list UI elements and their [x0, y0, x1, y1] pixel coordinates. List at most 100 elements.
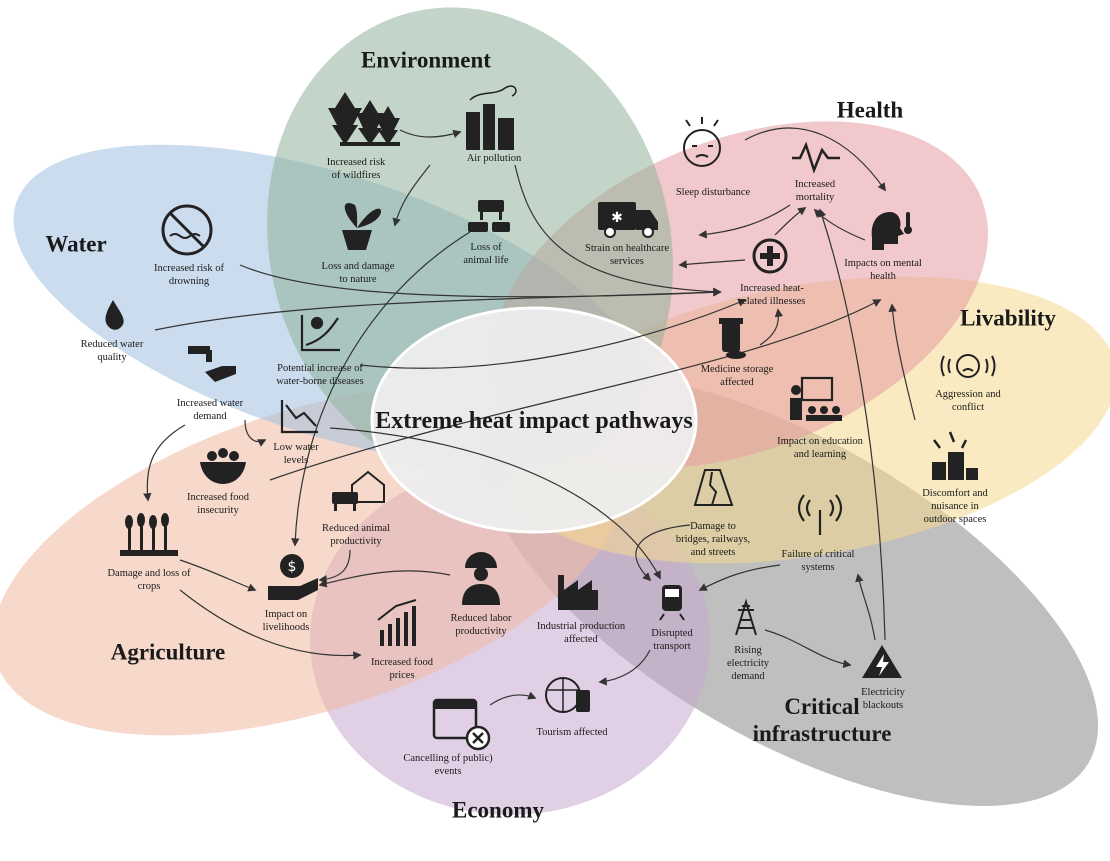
- barn-cow-icon: [332, 470, 385, 511]
- industrial-factory-icon: [558, 575, 598, 610]
- label-heat-illness: Increased heat- related illnesses: [738, 283, 806, 307]
- arrow-heat-healthcare: [678, 259, 746, 269]
- diagram-title: Extreme heat impact pathways: [375, 408, 693, 434]
- label-transport: Disrupted transport: [651, 628, 693, 652]
- label-aggression: Aggression and conflict: [935, 389, 1001, 413]
- arrow-sleep-mental: [744, 127, 886, 192]
- arrow-transport-tourism: [598, 649, 651, 686]
- label-water-borne: Potential increase of water-borne diseas…: [276, 363, 364, 387]
- crops-icon: [120, 513, 178, 556]
- label-air-pollution: Air pollution: [466, 153, 522, 164]
- factory-smoke-icon: [466, 85, 517, 150]
- power-tower-icon: [735, 598, 757, 636]
- category-livability: Livability: [960, 305, 1056, 331]
- tourism-icon: [545, 677, 590, 713]
- arrow-waterquality-heat: [154, 288, 722, 331]
- arrow-medicine-heat: [759, 308, 784, 346]
- medicine-icon: [719, 318, 746, 359]
- label-healthcare: Strain on healthcare services: [585, 243, 669, 267]
- category-agriculture: Agriculture: [110, 639, 226, 665]
- label-food-insecurity: Increased food insecurity: [186, 492, 250, 516]
- sleep-face-icon: [683, 117, 721, 167]
- label-industrial: Industrial production affected: [536, 621, 626, 645]
- label-livelihoods: Impact on livelihoods: [262, 609, 310, 633]
- arrow-low-transport: [329, 427, 661, 580]
- food-bowl-icon: [200, 448, 246, 484]
- icons: $: [105, 85, 996, 751]
- svg-text:$: $: [288, 559, 297, 575]
- plant-pot-icon: [342, 202, 382, 250]
- arrow-demand-crops: [143, 424, 186, 502]
- label-animal-life: Loss of animal life: [463, 242, 509, 266]
- label-animal-productivity: Reduced animal productivity: [322, 523, 390, 547]
- arrow-failure-transport: [698, 564, 781, 591]
- price-chart-icon: [377, 599, 417, 646]
- label-discomfort: Discomfort and nuisance in outdoor space…: [922, 488, 988, 525]
- road-crack-icon: [693, 469, 734, 506]
- center-ellipse: [370, 306, 698, 534]
- faucet-icon: [188, 346, 236, 382]
- label-failure: Failure of critical systems: [781, 549, 855, 573]
- label-bridges: Damage to bridges, railways, and streets: [675, 521, 751, 558]
- arrow-crops-livelihood: [179, 559, 257, 592]
- label-water-quality: Reduced water quality: [80, 339, 144, 363]
- angry-face-icon: [940, 354, 996, 378]
- arrow-electricity-blackouts: [764, 629, 852, 669]
- arrow-labor-livelihood: [318, 570, 451, 588]
- no-swimming-icon: [161, 204, 213, 256]
- label-low-water: Low water levels: [273, 442, 319, 466]
- label-drowning: Increased risk of drowning: [154, 263, 224, 287]
- label-labor: Reduced labor productivity: [450, 613, 512, 637]
- label-mortality: Increased mortality: [794, 179, 836, 203]
- label-wildfires: Increased risk of wildfires: [326, 157, 386, 181]
- label-nature: Loss and damage to nature: [321, 261, 395, 285]
- pulse-icon: [792, 141, 840, 174]
- arrow-insecurity-mental: [269, 299, 882, 481]
- label-medicine: Medicine storage affected: [700, 364, 774, 388]
- category-environment: Environment: [361, 47, 491, 73]
- declining-graph-icon: [280, 400, 318, 434]
- wildfire-icon: [328, 92, 400, 146]
- cow-icon: [468, 200, 510, 232]
- category-critical-infrastructure: Critical infrastructure: [752, 694, 892, 746]
- svg-text:✱: ✱: [611, 210, 623, 226]
- label-mental: Impacts on mental health: [844, 258, 922, 282]
- warning-lightning-icon: [862, 645, 902, 678]
- arrow-waterborne-heat: [359, 298, 747, 369]
- arrow-demand-low: [244, 419, 267, 447]
- arrow-heat-mortality: [774, 207, 807, 236]
- calendar-cancel-icon: [432, 698, 491, 751]
- arrow-mental-mortality: [813, 208, 866, 241]
- rising-graph-icon: [300, 315, 340, 352]
- arrow-blackouts-failure: [855, 573, 876, 641]
- label-tourism: Tourism affected: [536, 727, 608, 738]
- worker-icon: [462, 552, 500, 605]
- label-electricity-demand: Rising electricity demand: [727, 645, 769, 682]
- label-education: Impact on education and learning: [777, 436, 863, 460]
- antenna-signal-icon: [797, 494, 843, 535]
- category-water: Water: [45, 231, 107, 257]
- pathway-arrows: [143, 127, 916, 706]
- arrow-animal-livelihood: [291, 231, 471, 547]
- teacher-icon: [790, 376, 842, 421]
- medical-cross-icon: [752, 238, 788, 274]
- head-thermometer-icon: [871, 212, 912, 250]
- label-blackouts: Electricity blackouts: [861, 687, 905, 711]
- label-events: Cancelling of public) events: [403, 753, 493, 777]
- arrow-discomfort-mental: [888, 303, 916, 421]
- hand-coin-icon: $: [268, 554, 318, 600]
- arrow-blackouts-mortality: [818, 208, 886, 641]
- label-food-prices: Increased food prices: [370, 657, 434, 681]
- arrow-air-heat: [514, 164, 722, 296]
- water-drop-icon: [105, 300, 124, 330]
- label-crops: Damage and loss of crops: [107, 568, 191, 592]
- arrow-air-nature: [392, 164, 431, 227]
- label-water-demand: Increased water demand: [176, 398, 244, 422]
- city-heat-icon: [932, 431, 978, 480]
- arrow-bridges-transport: [635, 524, 691, 582]
- train-icon: [659, 585, 685, 621]
- arrow-events-tourism: [489, 691, 537, 706]
- arrow-wildfires-air: [399, 129, 462, 138]
- arrow-crops-prices: [179, 589, 362, 660]
